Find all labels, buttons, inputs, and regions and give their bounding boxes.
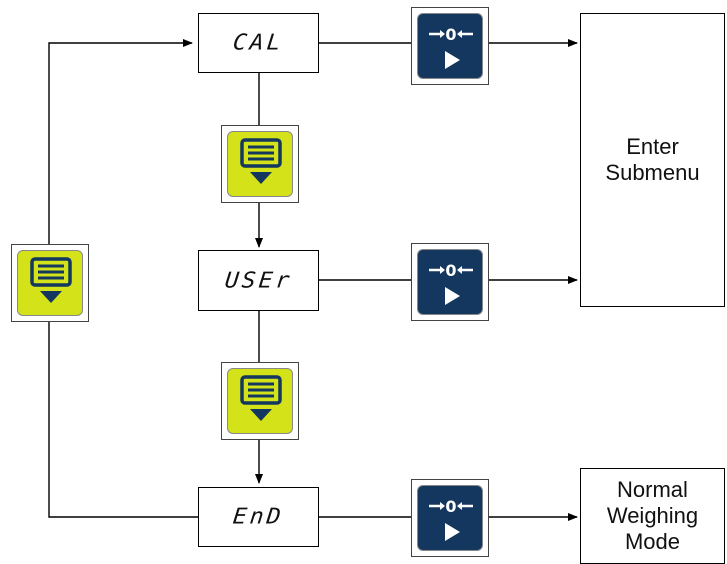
zero-key-user: 0 [411,243,489,321]
menu-key-middle [221,362,299,440]
cal-label: CAL [231,30,286,56]
cal-node: CAL [198,13,319,73]
normal-weighing-label: Normal Weighing Mode [606,477,699,554]
svg-text:0: 0 [445,497,456,516]
menu-down-key-icon [227,131,293,197]
zero-key-end: 0 [411,479,489,557]
user-node: USEr [198,250,319,311]
svg-text:0: 0 [445,261,456,280]
menu-down-key-icon [17,250,83,316]
zero-enter-key-icon: 0 [417,13,483,79]
menu-key-top [221,125,299,203]
end-node: EnD [198,487,319,547]
enter-submenu-node: Enter Submenu [580,13,725,307]
user-label: USEr [223,268,294,293]
end-label: EnD [231,504,286,530]
zero-key-cal: 0 [411,7,489,85]
enter-submenu-label: Enter Submenu [605,134,700,185]
menu-down-key-icon [227,368,293,434]
zero-enter-key-icon: 0 [417,249,483,315]
svg-text:0: 0 [445,25,456,44]
zero-enter-key-icon: 0 [417,485,483,551]
normal-weighing-node: Normal Weighing Mode [580,468,725,564]
menu-key-left [11,244,89,322]
